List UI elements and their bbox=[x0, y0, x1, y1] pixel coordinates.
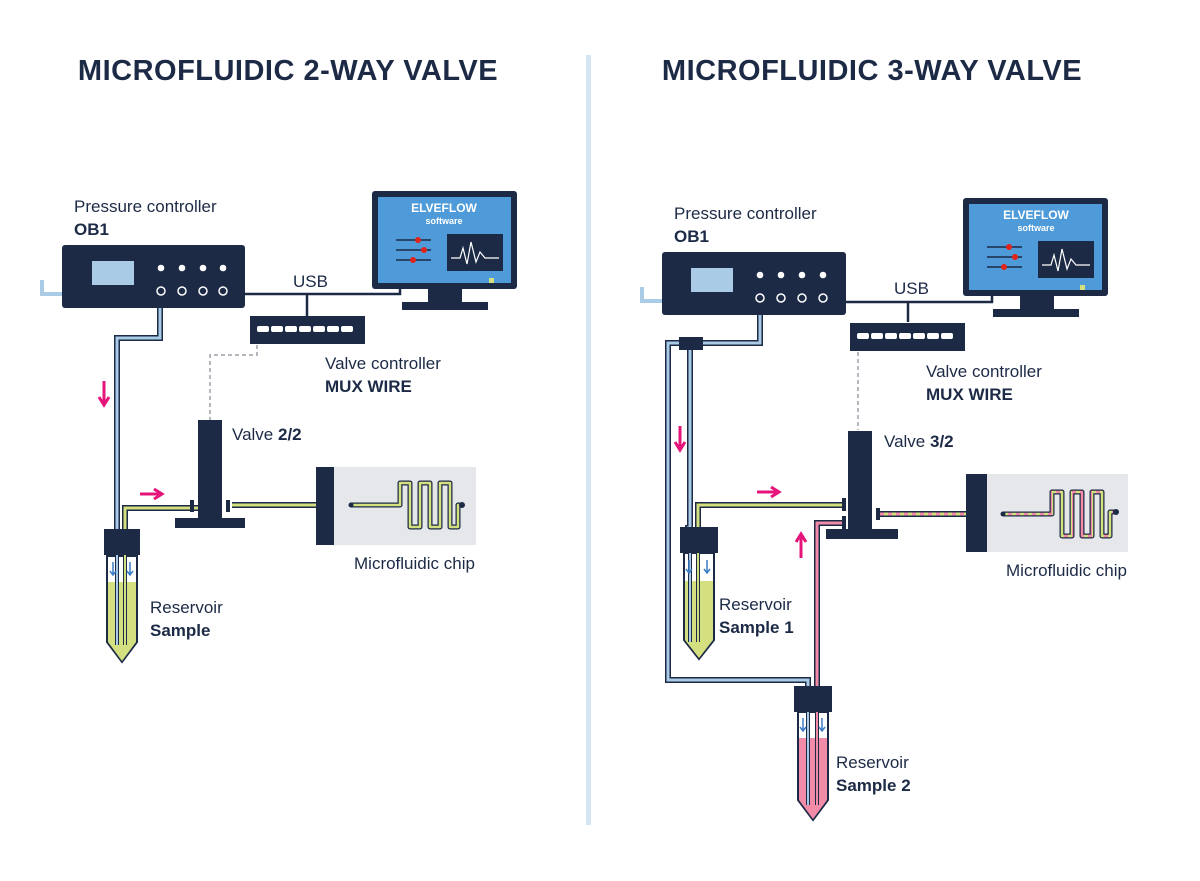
reservoir-2-name: Sample 2 bbox=[836, 776, 911, 795]
pressure-controller-label: Pressure controller bbox=[74, 197, 217, 216]
right-panel-title: MICROFLUIDIC 3-WAY VALVE bbox=[662, 55, 1082, 87]
valve-controller-mux bbox=[250, 316, 365, 344]
left-panel: MICROFLUIDIC 2-WAY VALVE Pressure contro… bbox=[40, 55, 517, 664]
chip-label: Microfluidic chip bbox=[1006, 561, 1127, 580]
flow-down-icon bbox=[703, 560, 711, 575]
flow-down-icon bbox=[818, 718, 826, 733]
flow-arrow-right-icon bbox=[757, 485, 782, 499]
flow-arrow-down-icon bbox=[97, 381, 111, 408]
right-panel: MICROFLUIDIC 3-WAY VALVE Pr bbox=[640, 55, 1128, 822]
microfluidic-chip bbox=[316, 467, 476, 545]
valve-controller-model: MUX WIRE bbox=[325, 377, 412, 396]
microfluidic-chip bbox=[966, 474, 1128, 552]
left-panel-title: MICROFLUIDIC 2-WAY VALVE bbox=[78, 55, 498, 87]
pressure-controller bbox=[640, 252, 846, 315]
flow-down-icon bbox=[685, 560, 693, 575]
pressure-controller bbox=[40, 245, 245, 308]
flow-arrow-up-icon bbox=[794, 531, 808, 558]
usb-label: USB bbox=[894, 279, 929, 298]
valve-controller-mux bbox=[850, 323, 965, 351]
pressure-controller-model: OB1 bbox=[74, 220, 109, 239]
valve-3-2 bbox=[826, 431, 898, 539]
valve-2-2 bbox=[175, 420, 245, 528]
slider-icon bbox=[987, 244, 1022, 270]
computer-monitor: ELVEFLOW software bbox=[963, 198, 1108, 317]
pressure-controller-model: OB1 bbox=[674, 227, 709, 246]
slider-icon bbox=[396, 237, 431, 263]
valve-label: Valve 2/2 bbox=[232, 425, 302, 444]
reservoir-1-name: Sample 1 bbox=[719, 618, 794, 637]
pressure-controller-label: Pressure controller bbox=[674, 204, 817, 223]
reservoir-sample-1 bbox=[680, 527, 718, 661]
valve-label: Valve 3/2 bbox=[884, 432, 954, 451]
valve-controller-label: Valve controller bbox=[926, 362, 1042, 381]
flow-arrow-right-icon bbox=[140, 487, 165, 501]
air-inlet-icon bbox=[40, 280, 62, 296]
reservoir-sample bbox=[104, 529, 140, 664]
reservoir-2-label: Reservoir bbox=[836, 753, 909, 772]
valve-controller-model: MUX WIRE bbox=[926, 385, 1013, 404]
air-inlet-icon bbox=[640, 287, 662, 303]
flow-down-icon bbox=[109, 562, 117, 577]
usb-label: USB bbox=[293, 272, 328, 291]
reservoir-1-label: Reservoir bbox=[719, 595, 792, 614]
software-brand: ELVEFLOW bbox=[411, 201, 477, 215]
chip-label: Microfluidic chip bbox=[354, 554, 475, 573]
mux-to-valve-cable bbox=[209, 345, 258, 420]
reservoir-name: Sample bbox=[150, 621, 210, 640]
valve-controller-label: Valve controller bbox=[325, 354, 441, 373]
waveform-icon bbox=[1038, 241, 1094, 278]
panel-divider bbox=[586, 55, 591, 825]
flow-arrow-down-icon bbox=[673, 426, 687, 453]
software-brand: ELVEFLOW bbox=[1003, 208, 1069, 222]
flow-down-icon bbox=[126, 562, 134, 577]
reservoir-label: Reservoir bbox=[150, 598, 223, 617]
flow-down-icon bbox=[799, 718, 807, 733]
software-sub: software bbox=[1017, 223, 1054, 233]
software-sub: software bbox=[425, 216, 462, 226]
reservoir-sample-2 bbox=[794, 686, 832, 822]
waveform-icon bbox=[447, 234, 503, 271]
computer-monitor: ELVEFLOW software bbox=[372, 191, 517, 310]
tee-connector bbox=[679, 337, 703, 350]
